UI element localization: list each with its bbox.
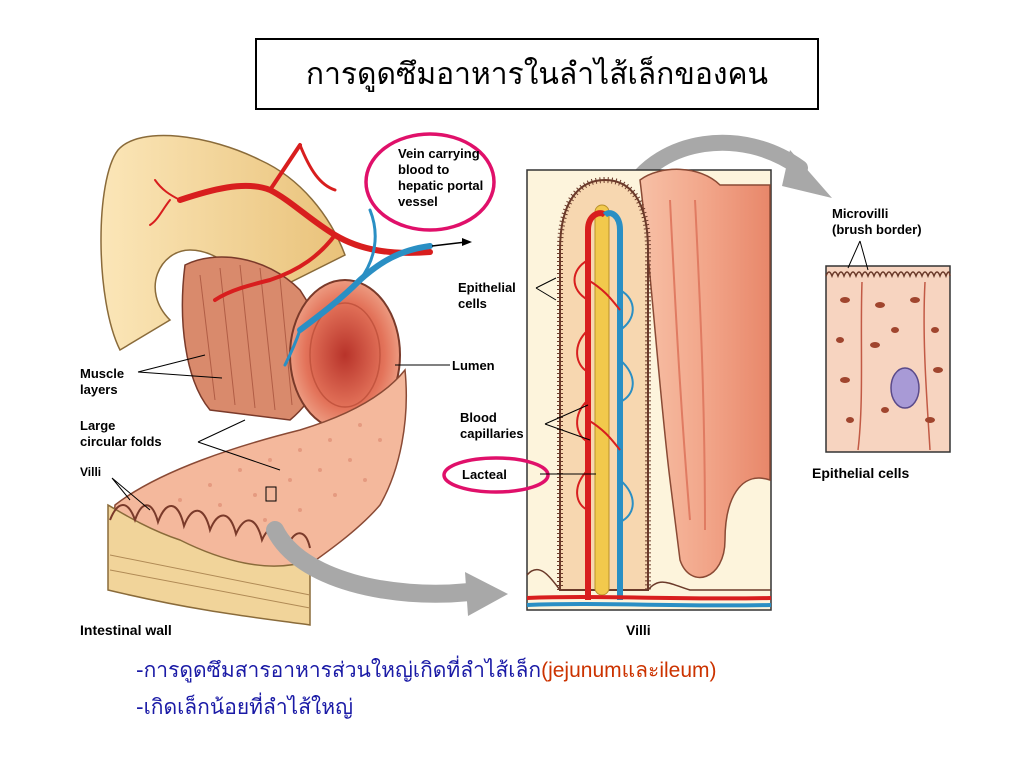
small-intestine-diagram: Vein carrying blood to hepatic portal ve…: [80, 132, 951, 638]
vein-label-line-4: vessel: [398, 194, 438, 209]
note-line-1-main: -การดูดซึมสารอาหารส่วนใหญ่เกิดที่ลำไส้เล…: [136, 658, 542, 682]
epithelial-cell-illustration: [825, 265, 951, 453]
vein-label-line-1: Vein carrying: [398, 146, 480, 161]
page-title: การดูดซึมอาหารในลำไส้เล็กของคน: [255, 38, 819, 110]
capillaries-label-line-1: Blood: [460, 410, 497, 425]
note-line-1-paren-open: (jejunum: [541, 659, 622, 682]
note-line-1: -การดูดซึมสารอาหารส่วนใหญ่เกิดที่ลำไส้เล…: [136, 652, 717, 689]
leader-lines: [111, 240, 869, 511]
lacteal-highlight-oval: [442, 456, 550, 494]
microvilli-label-line-2: (brush border): [832, 222, 922, 237]
vein-label-line-2: blood to: [398, 162, 449, 177]
folds-label-line-2: circular folds: [80, 434, 162, 449]
muscle-label-line-1: Muscle: [80, 366, 124, 381]
capillaries-label-line-2: capillaries: [460, 426, 524, 441]
muscle-label-line-2: layers: [80, 382, 118, 397]
note-line-1-and: และ: [621, 658, 660, 682]
villus-illustration: [526, 168, 772, 611]
lumen-label: Lumen: [452, 358, 495, 373]
villi-caption: Villi: [626, 622, 651, 638]
folds-label-line-1: Large: [80, 418, 115, 433]
notes: -การดูดซึมสารอาหารส่วนใหญ่เกิดที่ลำไส้เล…: [136, 652, 717, 725]
epithelial-label-line-2: cells: [458, 296, 487, 311]
microvilli-label-line-1: Microvilli: [832, 206, 888, 221]
vein-label-line-3: hepatic portal: [398, 178, 483, 193]
intestinal-wall-caption: Intestinal wall: [80, 622, 172, 638]
zoom-arrow-villi: [266, 521, 479, 603]
vein-highlight-oval: [364, 132, 496, 232]
note-line-1-paren-close: ileum): [659, 659, 717, 682]
epithelial-label-line-1: Epithelial: [458, 280, 516, 295]
epithelial-cells-caption: Epithelial cells: [812, 465, 909, 481]
lacteal-label: Lacteal: [462, 467, 507, 482]
villi-small-label: Villi: [80, 465, 101, 479]
note-line-2: -เกิดเล็กน้อยที่ลำไส้ใหญ่: [136, 695, 354, 719]
